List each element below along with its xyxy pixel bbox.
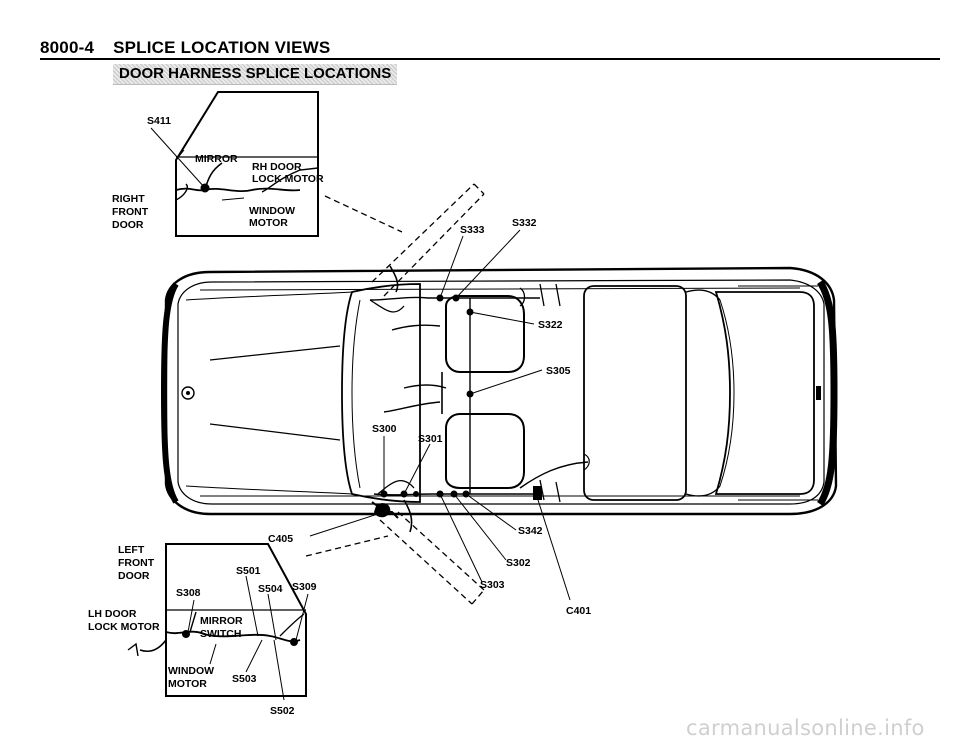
rear-seat bbox=[583, 285, 687, 501]
rear-bumper bbox=[817, 280, 838, 506]
right-door-connector-curve bbox=[175, 183, 188, 201]
right-door-inset bbox=[150, 91, 319, 237]
right-door-lock-lead bbox=[261, 167, 319, 193]
lh-window-motor-label-1: WINDOW bbox=[168, 665, 214, 677]
rh-window-motor-label-2: MOTOR bbox=[249, 217, 288, 229]
front-hinge-mark-bottom bbox=[403, 499, 413, 533]
connector-c401 bbox=[533, 486, 542, 500]
mirror-switch-label-1: MIRROR bbox=[200, 615, 243, 627]
harness-rear-lead-2 bbox=[583, 453, 590, 471]
c401-label: C401 bbox=[566, 605, 591, 617]
s305-label: S305 bbox=[546, 365, 571, 377]
front-seat-right bbox=[445, 295, 525, 373]
watermark: carmanualsonline.info bbox=[686, 716, 925, 740]
c-pillar-bottom bbox=[685, 485, 721, 497]
s342-label: S342 bbox=[518, 525, 543, 537]
harness-front-door-leads bbox=[369, 299, 415, 495]
left-door-lock-mark bbox=[127, 642, 139, 657]
page-number: 8000-4 bbox=[40, 38, 95, 57]
harness-dash-3 bbox=[391, 324, 441, 331]
front-bumper bbox=[160, 282, 179, 504]
rear-window bbox=[714, 291, 815, 495]
s303-label: S303 bbox=[480, 579, 505, 591]
page-title: SPLICE LOCATION VIEWS bbox=[113, 38, 331, 57]
left-door-switch-lead bbox=[189, 611, 197, 633]
windshield bbox=[341, 283, 421, 503]
section-title: DOOR HARNESS SPLICE LOCATIONS bbox=[113, 64, 398, 85]
s302-label: S302 bbox=[506, 557, 531, 569]
left-door-outline bbox=[165, 543, 307, 697]
s333-label: S333 bbox=[460, 224, 485, 236]
rh-lock-motor-label-1: RH DOOR bbox=[252, 161, 302, 173]
rh-window-motor-label-1: WINDOW bbox=[249, 205, 295, 217]
s301-label: S301 bbox=[418, 433, 443, 445]
left-door-label-1: LEFT bbox=[118, 544, 145, 556]
windshield-inner bbox=[351, 299, 361, 489]
s300-label: S300 bbox=[372, 423, 397, 435]
s501-label: S501 bbox=[236, 565, 261, 577]
mirror-label: MIRROR bbox=[195, 153, 238, 165]
b-pillar-bottom-marks bbox=[539, 479, 561, 503]
right-door-label-2: FRONT bbox=[112, 206, 149, 218]
c405-label: C405 bbox=[268, 533, 293, 545]
page-header: 8000-4 SPLICE LOCATION VIEWS bbox=[40, 38, 330, 58]
rh-lock-motor-label-2: LOCK MOTOR bbox=[252, 173, 324, 185]
rear-light-mark bbox=[816, 386, 821, 400]
front-hinge-mark-top bbox=[389, 265, 399, 293]
c-pillar-top bbox=[685, 289, 721, 301]
lh-window-motor-label-2: MOTOR bbox=[168, 678, 207, 690]
harness-dash-2 bbox=[383, 401, 441, 413]
left-door-splice-right bbox=[290, 638, 298, 646]
left-door-splice-left bbox=[182, 630, 190, 638]
hood-edge-top bbox=[185, 291, 353, 301]
left-door-callouts bbox=[305, 511, 485, 605]
s308-label: S308 bbox=[176, 587, 201, 599]
right-door-label-3: DOOR bbox=[112, 219, 144, 231]
left-door-harness-lock bbox=[139, 639, 167, 653]
car-body-outline bbox=[164, 266, 838, 516]
front-seat-left bbox=[445, 413, 525, 489]
s309-label: S309 bbox=[292, 581, 317, 593]
hood-edge-bottom bbox=[185, 485, 353, 495]
header-rule bbox=[40, 58, 940, 60]
mirror-switch-label-2: SWITCH bbox=[200, 628, 241, 640]
lh-lock-motor-label-2: LOCK MOTOR bbox=[88, 621, 160, 633]
car-body-inner-line bbox=[177, 279, 825, 505]
b-pillar-top-marks bbox=[519, 283, 561, 307]
s504-label: S504 bbox=[258, 583, 283, 595]
hood-crease-bottom bbox=[209, 423, 341, 441]
vehicle-leaders bbox=[309, 229, 571, 601]
left-door-label-3: DOOR bbox=[118, 570, 150, 582]
right-door-callouts bbox=[324, 183, 485, 297]
s332-label: S332 bbox=[512, 217, 537, 229]
s322-label: S322 bbox=[538, 319, 563, 331]
lh-lock-motor-label-1: LH DOOR bbox=[88, 608, 137, 620]
window-motor-leader bbox=[221, 197, 245, 201]
rocker-top bbox=[199, 287, 801, 291]
s503-label: S503 bbox=[232, 673, 257, 685]
rear-window-inner bbox=[719, 299, 735, 487]
left-door-inset bbox=[127, 543, 309, 701]
right-door-hinge-mark bbox=[175, 149, 185, 161]
dot-harness-1 bbox=[413, 491, 419, 497]
left-door-label-2: FRONT bbox=[118, 557, 155, 569]
hood-emblem bbox=[181, 386, 195, 400]
harness-dash-1 bbox=[403, 384, 447, 389]
s411-label: S411 bbox=[147, 115, 171, 127]
harness-front-top bbox=[369, 296, 540, 301]
right-door-harness bbox=[175, 187, 301, 193]
s502-label: S502 bbox=[270, 705, 295, 717]
right-door-outline bbox=[175, 91, 319, 237]
right-door-label-1: RIGHT bbox=[112, 193, 145, 205]
car-top-view bbox=[160, 265, 838, 533]
hood-crease-top bbox=[209, 345, 341, 361]
harness-rear-lead bbox=[519, 461, 589, 489]
